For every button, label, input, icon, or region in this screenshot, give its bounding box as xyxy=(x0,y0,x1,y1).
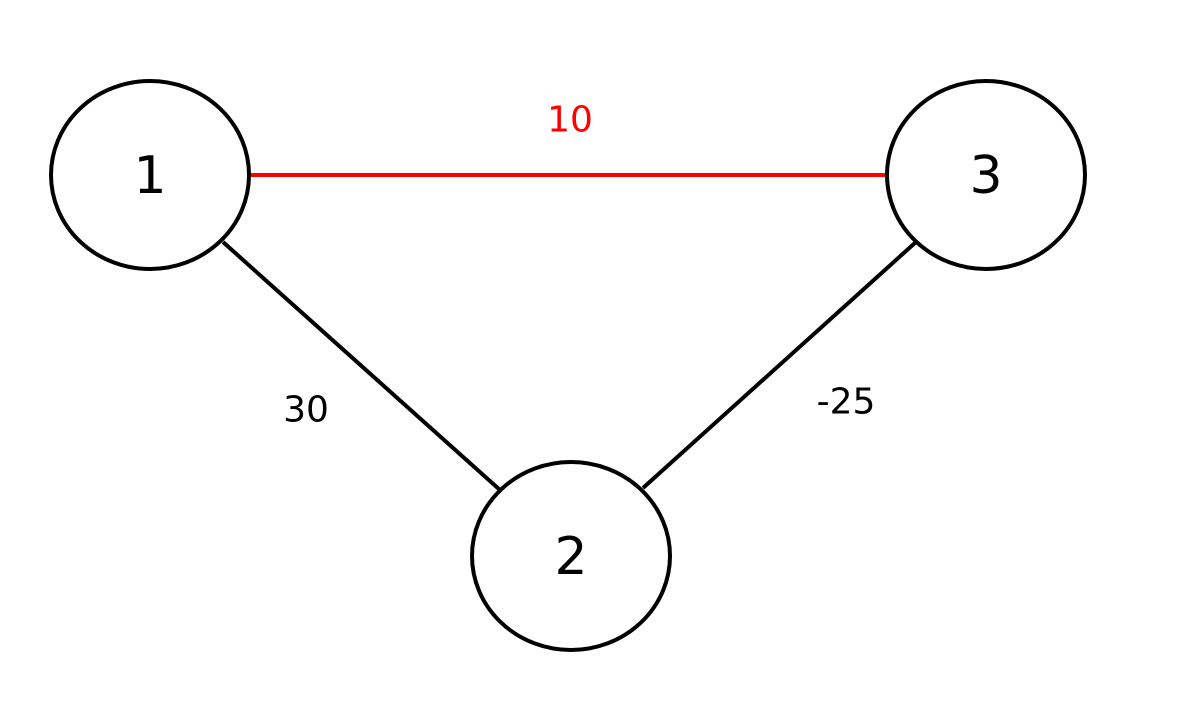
node-1: 1 xyxy=(49,79,251,271)
node-2-label: 2 xyxy=(554,527,587,587)
node-2: 2 xyxy=(470,460,672,652)
edge-2-3 xyxy=(641,240,918,490)
node-1-circle xyxy=(49,79,251,271)
node-3-circle xyxy=(885,79,1087,271)
node-3: 3 xyxy=(885,79,1087,271)
node-3-label: 3 xyxy=(969,146,1002,206)
edge-1-2 xyxy=(221,240,502,492)
edge-weight-1-3: 10 xyxy=(547,100,593,141)
node-2-circle xyxy=(470,460,672,652)
edge-weight-1-2: 30 xyxy=(283,390,329,431)
node-1-label: 1 xyxy=(133,146,166,206)
edge-weight-2-3: -25 xyxy=(817,382,876,423)
